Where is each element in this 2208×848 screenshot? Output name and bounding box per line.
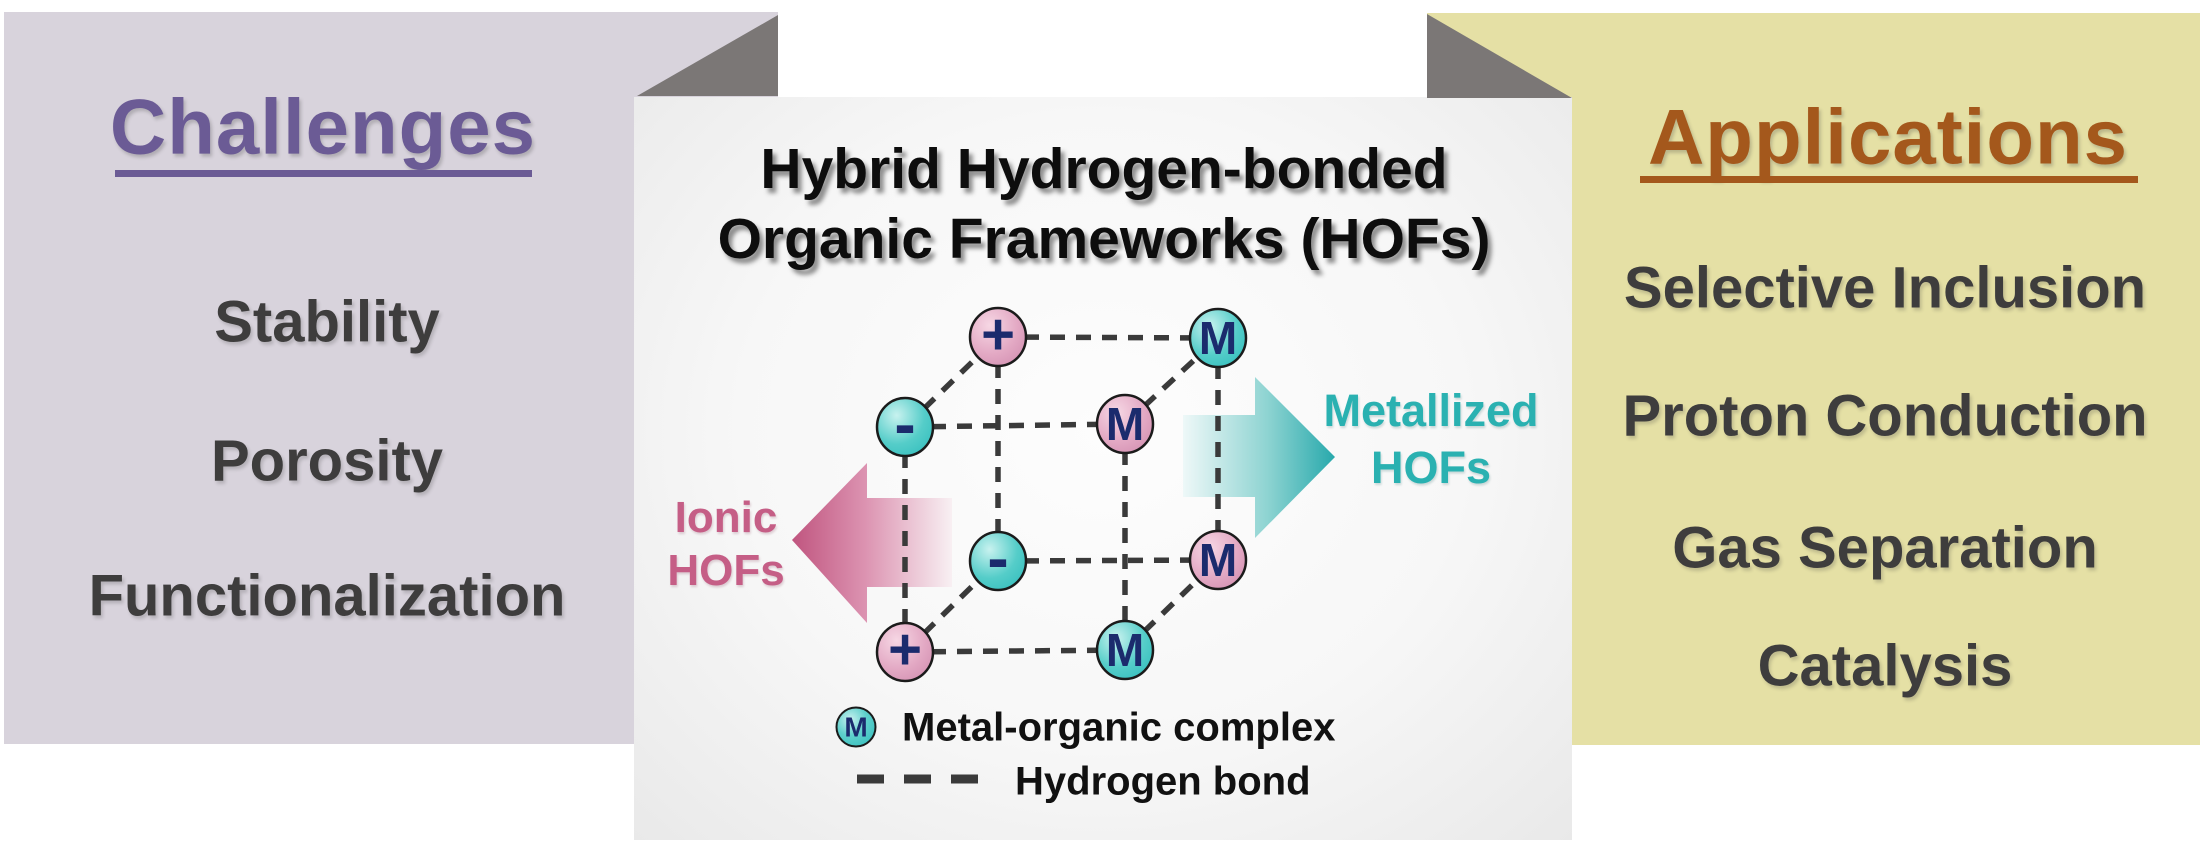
metal-symbol: M	[1199, 534, 1237, 586]
metal-symbol: M	[1106, 624, 1144, 676]
cube-node-cation: +	[875, 617, 935, 683]
metallized-label-line2: HOFs	[1370, 442, 1492, 493]
applications-title: Applications	[1647, 92, 2129, 181]
dash-segment	[857, 774, 884, 784]
challenge-item: Stability	[214, 289, 440, 355]
fold-triangle-left	[637, 15, 778, 96]
cube-node-cation: +	[968, 302, 1028, 368]
challenge-item: Porosity	[210, 428, 444, 494]
legend-hydrogen-bond-icon	[857, 774, 978, 784]
ionic-hofs-label: Ionic HOFs	[667, 491, 784, 597]
legend-bond-label: Hydrogen bond	[1015, 759, 1311, 804]
cube-node-metal: M	[1188, 307, 1248, 369]
ionic-label-line1: Ionic	[674, 493, 778, 542]
application-item: Proton Conduction	[1622, 383, 2148, 449]
applications-underline	[1640, 176, 2138, 183]
ionic-arrow	[792, 463, 952, 623]
cube-node-metal: M	[1188, 529, 1248, 591]
fold-triangle-right	[1427, 14, 1572, 98]
challenges-underline	[115, 170, 532, 177]
dash-segment	[951, 774, 978, 784]
hydrogen-bond-edges	[902, 334, 1221, 655]
application-item: Gas Separation	[1672, 515, 2098, 581]
metallized-hofs-label: Metallized HOFs	[1323, 382, 1538, 496]
legend-metal-label: Metal-organic complex	[902, 705, 1336, 750]
metallized-label-line1: Metallized	[1323, 385, 1539, 436]
challenges-title: Challenges	[109, 82, 537, 171]
cube-node-anion: -	[968, 522, 1028, 594]
ionic-label-line2: HOFs	[667, 546, 785, 595]
legend-metal-symbol: M	[844, 711, 868, 742]
cation-symbol: +	[981, 302, 1015, 367]
cation-symbol: +	[888, 617, 922, 682]
application-item: Catalysis	[1757, 633, 2013, 699]
anion-symbol: -	[894, 388, 915, 460]
application-item: Selective Inclusion	[1623, 255, 2147, 321]
center-panel-title: Hybrid Hydrogen-bonded Organic Framework…	[718, 134, 1491, 274]
cube-node-metal: M	[1095, 393, 1155, 455]
cube-node-metal: M	[1095, 619, 1155, 681]
challenge-item: Functionalization	[88, 563, 566, 629]
center-title-line1: Hybrid Hydrogen-bonded	[760, 137, 1448, 201]
anion-symbol: -	[987, 522, 1008, 594]
dash-segment	[904, 774, 931, 784]
metallized-arrow	[1183, 377, 1335, 538]
cube-node-anion: -	[875, 388, 935, 460]
metal-symbol: M	[1106, 398, 1144, 450]
legend-metal-node-icon: M	[835, 706, 877, 748]
center-hof-panel	[634, 97, 1572, 840]
metal-symbol: M	[1199, 312, 1237, 364]
center-title-line2: Organic Frameworks (HOFs)	[717, 207, 1491, 271]
